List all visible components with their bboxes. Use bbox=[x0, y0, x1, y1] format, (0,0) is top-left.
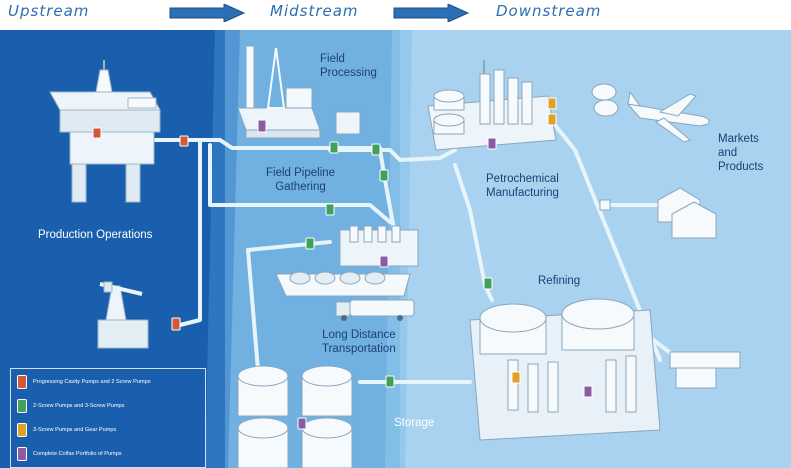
field-processing-label: Field Processing bbox=[320, 52, 377, 80]
legend-item: Complete Colfax Portfolio of Pumps bbox=[17, 447, 122, 461]
legend-label: 2-Screw Pumps and 3-Screw Pumps bbox=[33, 403, 125, 409]
legend-swatch bbox=[17, 423, 27, 437]
label-line: Markets bbox=[718, 133, 759, 145]
legend-label: Complete Colfax Portfolio of Pumps bbox=[33, 451, 122, 457]
legend-swatch bbox=[17, 399, 27, 413]
pump-legend: Progressing Cavity Pumps and 2 Screw Pum… bbox=[10, 368, 206, 468]
label-line: Petrochemical bbox=[486, 173, 559, 185]
field-pipeline-label: Field Pipeline Gathering bbox=[266, 166, 335, 194]
label-line: Processing bbox=[320, 67, 377, 79]
refining-label: Refining bbox=[538, 275, 581, 287]
production-operations-label: Production Operations bbox=[38, 229, 153, 241]
label-line: Products bbox=[718, 161, 764, 173]
label-line: and bbox=[718, 147, 738, 159]
legend-item: Progressing Cavity Pumps and 2 Screw Pum… bbox=[17, 375, 151, 389]
label-line: Gathering bbox=[275, 181, 326, 193]
upstream-heading: Upstream bbox=[8, 2, 90, 20]
downstream-heading: Downstream bbox=[496, 2, 602, 20]
label-line: Manufacturing bbox=[486, 187, 559, 199]
legend-label: 3-Screw Pumps and Gear Pumps bbox=[33, 427, 117, 433]
label-line: Field Pipeline bbox=[266, 167, 336, 179]
label-line: Field bbox=[320, 53, 345, 65]
long-distance-label: Long Distance Transportation bbox=[322, 328, 396, 356]
label-line: Long Distance bbox=[322, 329, 396, 341]
label-line: Transportation bbox=[322, 343, 396, 355]
legend-swatch bbox=[17, 375, 27, 389]
markets-label: Markets and Products bbox=[718, 132, 763, 174]
arrow-right-icon bbox=[169, 4, 246, 22]
petrochemical-label: Petrochemical Manufacturing bbox=[486, 172, 559, 200]
legend-label: Progressing Cavity Pumps and 2 Screw Pum… bbox=[33, 379, 151, 385]
storage-label: Storage bbox=[394, 417, 435, 429]
legend-swatch bbox=[17, 447, 27, 461]
legend-item: 2-Screw Pumps and 3-Screw Pumps bbox=[17, 399, 124, 413]
midstream-heading: Midstream bbox=[270, 2, 359, 20]
legend-item: 3-Screw Pumps and Gear Pumps bbox=[17, 423, 116, 437]
arrow-right-icon bbox=[393, 4, 470, 22]
